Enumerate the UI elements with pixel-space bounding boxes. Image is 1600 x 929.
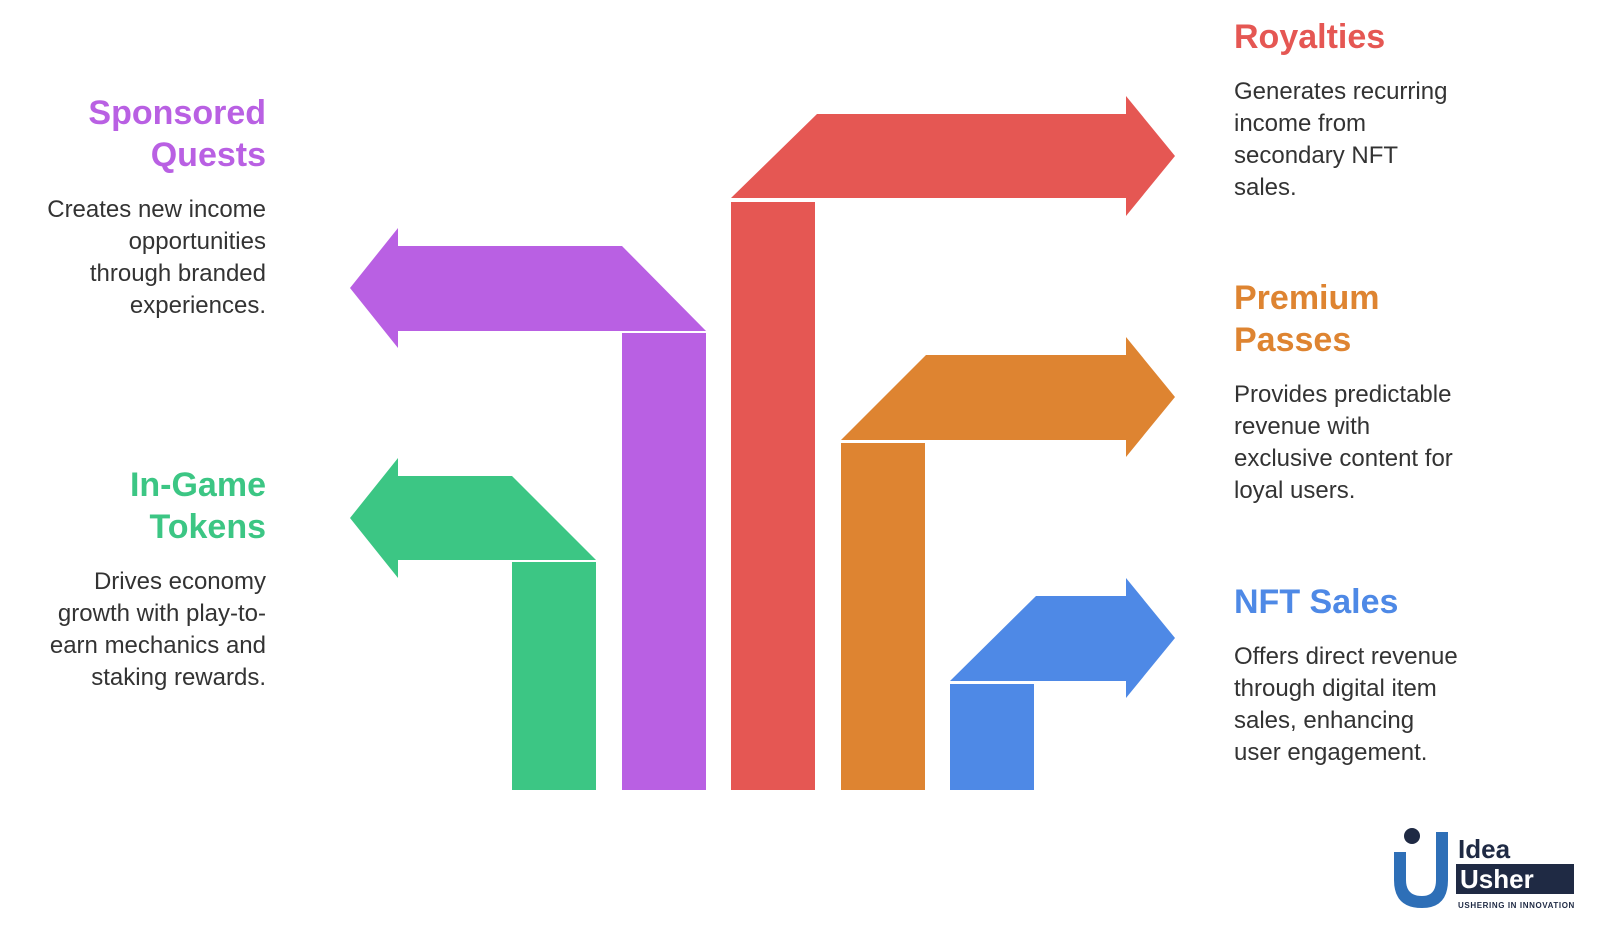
sponsored-desc-line: through branded	[89, 260, 266, 287]
tokens-title-line1: In-Game	[129, 466, 266, 504]
royalties-desc: Generates recurring income from secondar…	[1234, 76, 1564, 204]
royalties-label: Royalties Generates recurring income fro…	[1234, 16, 1564, 204]
royalties-arrow-head	[731, 96, 1175, 216]
sponsored-arrow	[350, 228, 706, 790]
sponsored-desc-line: experiences.	[129, 292, 266, 319]
nft-arrow	[950, 578, 1175, 790]
nft-label: NFT Sales Offers direct revenue through …	[1234, 581, 1574, 769]
nft-title: NFT Sales	[1234, 581, 1574, 623]
premium-title-line2: Passes	[1234, 321, 1352, 359]
premium-desc-line: loyal users.	[1234, 477, 1356, 504]
royalties-desc-line: secondary NFT	[1234, 142, 1399, 169]
premium-desc-line: exclusive content for	[1234, 445, 1453, 472]
idea-usher-logo: Idea Usher USHERING IN INNOVATION	[1394, 828, 1575, 910]
premium-arrow-head	[841, 337, 1175, 457]
sponsored-desc-line: opportunities	[128, 228, 266, 255]
sponsored-arrow-stem	[622, 333, 706, 790]
tokens-arrow-head	[350, 458, 596, 578]
tokens-desc-line: earn mechanics and	[49, 632, 266, 659]
sponsored-desc: Creates new income opportunities through…	[0, 194, 266, 322]
royalties-desc-line: income from	[1234, 110, 1367, 137]
logo-top-text: Idea	[1458, 834, 1511, 864]
sponsored-arrow-head	[350, 228, 706, 348]
royalties-desc-line: Generates recurring	[1234, 78, 1448, 105]
premium-arrow	[841, 337, 1175, 790]
logo-tagline: USHERING IN INNOVATION	[1458, 901, 1575, 910]
nft-arrow-head	[950, 578, 1175, 698]
tokens-arrow	[350, 458, 596, 790]
tokens-desc-line: Drives economy	[93, 568, 266, 595]
tokens-desc-line: staking rewards.	[91, 664, 266, 691]
premium-desc-line: Provides predictable	[1234, 381, 1452, 408]
premium-label: Premium Passes Provides predictable reve…	[1234, 277, 1574, 507]
premium-title-line1: Premium	[1234, 279, 1380, 317]
tokens-desc-line: growth with play-to-	[57, 600, 266, 627]
nft-desc: Offers direct revenue through digital it…	[1234, 641, 1574, 769]
sponsored-title-line1: Sponsored	[88, 94, 266, 132]
premium-desc: Provides predictable revenue with exclus…	[1234, 379, 1574, 507]
logo-bottom-text: Usher	[1460, 864, 1534, 894]
logo-dot-icon	[1404, 828, 1420, 844]
tokens-title: In-Game Tokens	[0, 464, 266, 548]
sponsored-desc-line: Creates new income	[47, 196, 266, 223]
sponsored-title-line2: Quests	[150, 136, 266, 174]
nft-desc-line: through digital item	[1234, 675, 1437, 702]
tokens-label: In-Game Tokens Drives economy growth wit…	[0, 464, 266, 694]
royalties-arrow-stem	[731, 202, 815, 790]
tokens-title-line2: Tokens	[149, 508, 266, 546]
royalties-arrow	[731, 96, 1175, 790]
nft-desc-line: Offers direct revenue	[1234, 643, 1458, 670]
tokens-arrow-stem	[512, 562, 596, 790]
nft-title-line1: NFT Sales	[1234, 583, 1399, 621]
nft-desc-line: user engagement.	[1234, 739, 1428, 766]
nft-desc-line: sales, enhancing	[1234, 707, 1415, 734]
sponsored-label: Sponsored Quests Creates new income oppo…	[0, 92, 266, 322]
premium-desc-line: revenue with	[1234, 413, 1371, 440]
logo-bottom-band	[1456, 864, 1574, 894]
nft-arrow-stem	[950, 684, 1034, 790]
premium-arrow-stem	[841, 443, 925, 790]
premium-title: Premium Passes	[1234, 277, 1574, 361]
tokens-desc: Drives economy growth with play-to- earn…	[0, 566, 266, 694]
royalties-title-line1: Royalties	[1234, 18, 1386, 56]
royalties-title: Royalties	[1234, 16, 1564, 58]
sponsored-title: Sponsored Quests	[0, 92, 266, 176]
logo-u-icon	[1394, 832, 1448, 908]
royalties-desc-line: sales.	[1234, 174, 1297, 201]
